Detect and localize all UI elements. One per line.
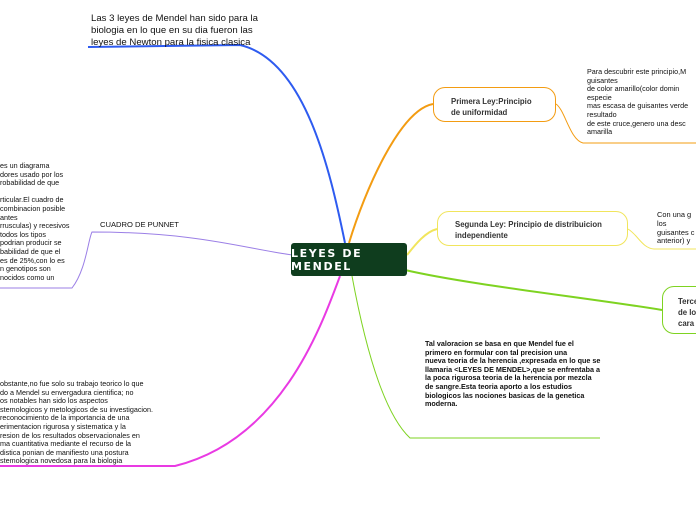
link-yellow	[406, 228, 438, 256]
link-magenta	[0, 275, 341, 467]
link-green	[404, 269, 663, 311]
topic-cuadro-punnet[interactable]: CUADRO DE PUNNET	[100, 220, 179, 229]
link-orange-detail	[555, 103, 696, 144]
segunda-ley-detail[interactable]: Con una g los guisantes c anterior) y	[657, 210, 695, 246]
link-yellow-detail	[627, 228, 696, 250]
node-segunda-ley[interactable]: Segunda Ley: Principio de distribuicion …	[437, 211, 628, 246]
topic-aspectos-epistemologicos[interactable]: obstante,no fue solo su trabajo teorico …	[0, 379, 154, 466]
root-node[interactable]: LEYES DE MENDEL	[291, 243, 407, 276]
node-primera-ley[interactable]: Primera Ley:Principio de uniformidad	[433, 87, 556, 122]
link-purple	[0, 231, 294, 289]
node-tercera-ley[interactable]: Terce de lo cara	[662, 286, 696, 334]
root-label: LEYES DE MENDEL	[291, 246, 363, 273]
topic-mendel-newton[interactable]: Las 3 leyes de Mendel han sido para la b…	[91, 13, 258, 48]
link-blue	[87, 43, 346, 244]
cuadro-punnet-detail[interactable]: es un diagrama dores usado por los robab…	[0, 161, 70, 282]
link-orange	[348, 103, 434, 244]
topic-valoracion[interactable]: Tal valoracion se basa en que Mendel fue…	[425, 339, 601, 409]
primera-ley-detail[interactable]: Para descubrir este principio,M guisante…	[587, 67, 689, 137]
link-green-text	[351, 275, 600, 439]
